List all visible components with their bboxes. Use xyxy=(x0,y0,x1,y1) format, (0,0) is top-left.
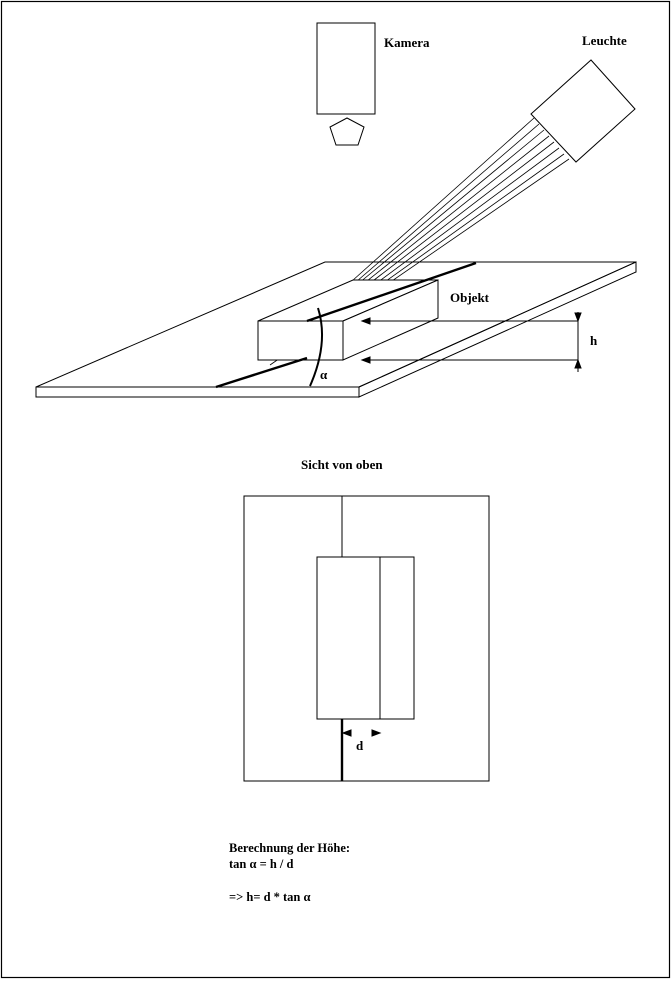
top-view-title: Sicht von oben xyxy=(301,457,383,472)
height-dimension xyxy=(360,312,582,372)
lamp-housing xyxy=(530,59,636,163)
alpha-label: α xyxy=(320,367,328,382)
table-plate xyxy=(35,261,637,398)
object-label: Objekt xyxy=(450,290,490,305)
camera-lens xyxy=(329,117,365,146)
lamp-label: Leuchte xyxy=(582,33,627,48)
camera-label: Kamera xyxy=(384,35,430,50)
d-label: d xyxy=(356,738,364,753)
formula-title: Berechnung der Höhe: xyxy=(229,841,350,855)
camera-body xyxy=(316,22,376,115)
light-line-on-surface xyxy=(215,261,477,389)
d-dimension xyxy=(341,729,382,737)
formula-line-1: tan α = h / d xyxy=(229,857,294,871)
height-label: h xyxy=(590,333,598,348)
lamp xyxy=(530,59,636,163)
plate-side xyxy=(358,261,637,398)
light-beams xyxy=(269,117,570,366)
plate-front xyxy=(35,386,360,398)
object-box xyxy=(257,279,439,361)
camera xyxy=(316,22,376,146)
alpha-arc xyxy=(309,307,323,387)
top-view-object xyxy=(316,556,415,720)
top-view xyxy=(243,495,490,782)
formula-line-2: => h= d * tan α xyxy=(229,890,311,904)
object-front xyxy=(257,320,344,361)
top-view-plate xyxy=(243,495,490,782)
